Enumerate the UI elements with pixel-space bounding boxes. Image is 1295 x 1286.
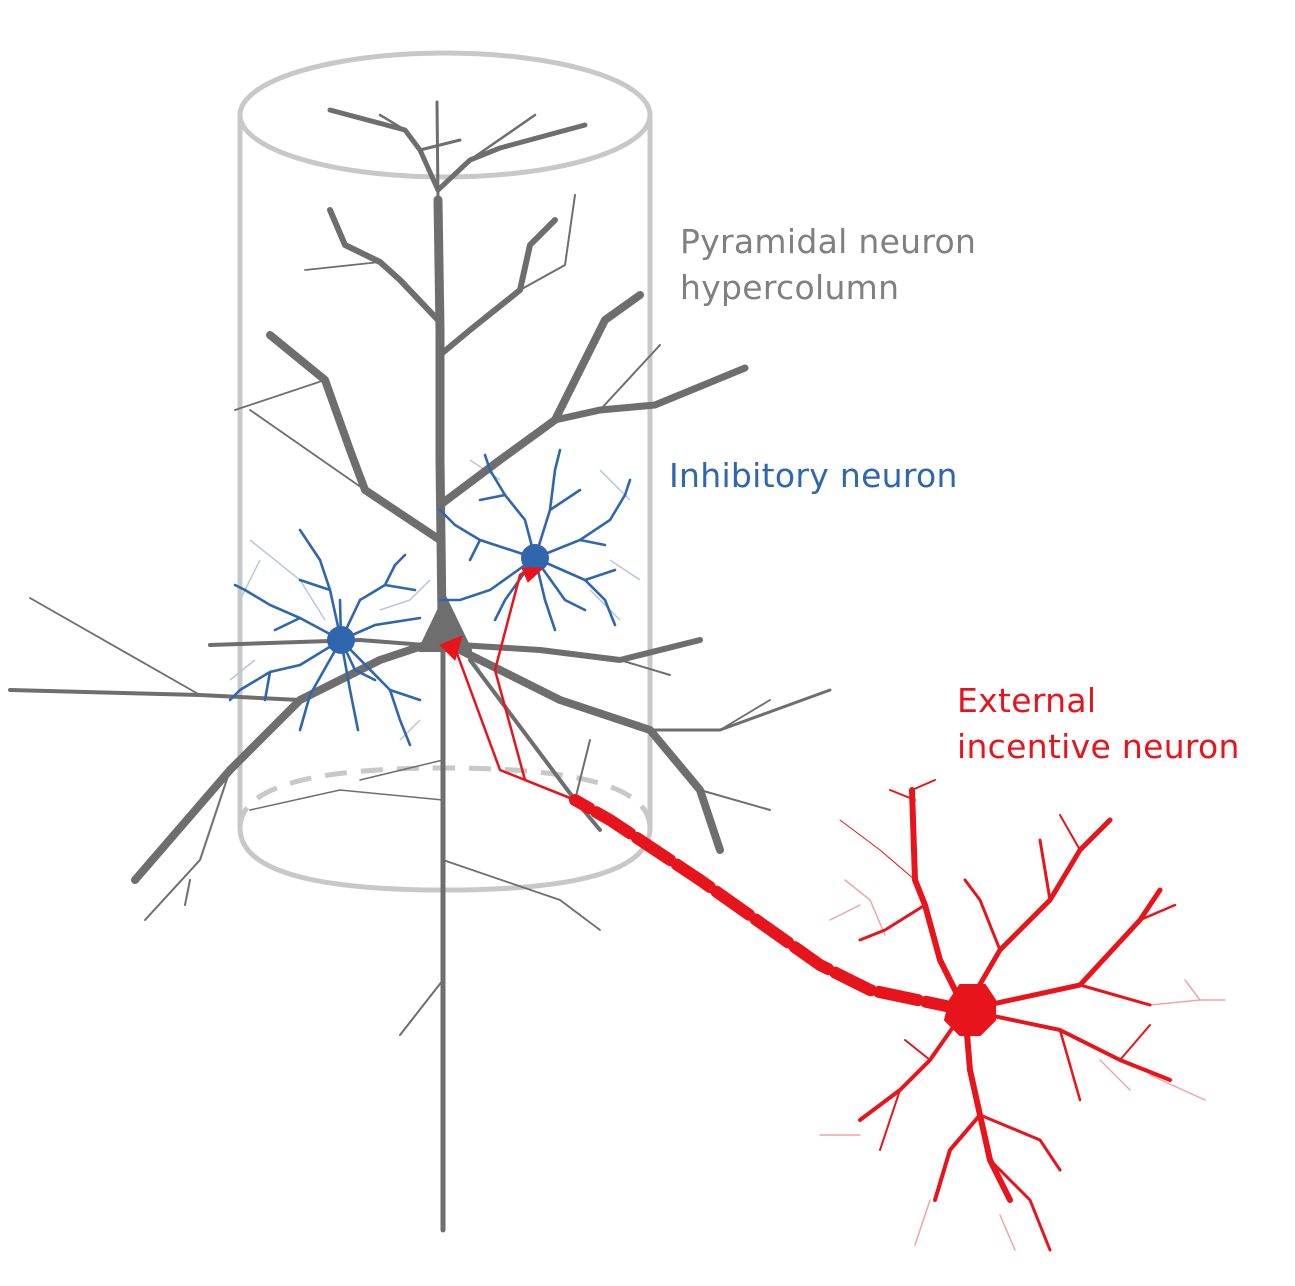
inhibitory-soma-right [521, 544, 549, 572]
external-incentive-neuron [439, 566, 1226, 1252]
pyramidal-hypercolumn-label: Pyramidal neuron hypercolumn [680, 219, 976, 311]
inhibitory-neuron-right [438, 448, 632, 632]
pyramidal-label-line2: hypercolumn [680, 268, 900, 307]
pyramidal-apical-trunk [433, 195, 447, 625]
pyramidal-neuron [8, 100, 832, 1233]
pyramidal-label-line1: Pyramidal neuron [680, 222, 977, 261]
inhibitory-neuron-label: Inhibitory neuron [669, 453, 958, 499]
pyramidal-basal-right [457, 637, 703, 663]
hypercolumn-cylinder [237, 50, 653, 893]
inhibitory-neurons [228, 448, 632, 747]
external-label-line2: incentive neuron [957, 727, 1240, 766]
external-label-line1: External [957, 681, 1097, 720]
axon-arrow-inhibitory [521, 567, 544, 583]
inhibitory-label-text: Inhibitory neuron [669, 456, 958, 495]
external-axon-thick [569, 794, 971, 1016]
inhibitory-soma-left [327, 626, 355, 654]
inhibitory-neuron-left [228, 528, 422, 747]
axon-arrow-pyramidal [439, 635, 463, 661]
cylinder-top-ellipse [237, 50, 653, 180]
external-soma [944, 984, 996, 1036]
external-incentive-neuron-label: External incentive neuron [957, 678, 1240, 770]
axon-to-inhibitory [493, 566, 577, 802]
external-faint-branches [819, 879, 1226, 1251]
